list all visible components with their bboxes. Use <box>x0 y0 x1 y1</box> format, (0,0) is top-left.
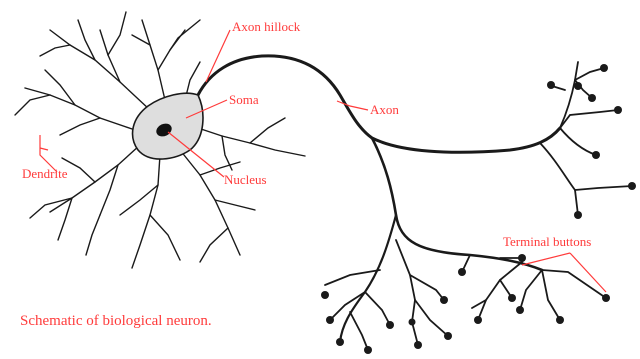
label-nucleus: Nucleus <box>224 172 267 187</box>
label-soma: Soma <box>229 92 259 107</box>
diagram-caption: Schematic of biological neuron. <box>20 313 212 329</box>
label-axon: Axon <box>370 102 399 117</box>
label-dendrite: Dendrite <box>22 166 68 181</box>
terminal-buttons <box>321 64 636 354</box>
label-terminal-buttons: Terminal buttons <box>503 234 591 249</box>
label-axon-hillock: Axon hillock <box>232 19 301 34</box>
leader-lines <box>40 30 606 292</box>
